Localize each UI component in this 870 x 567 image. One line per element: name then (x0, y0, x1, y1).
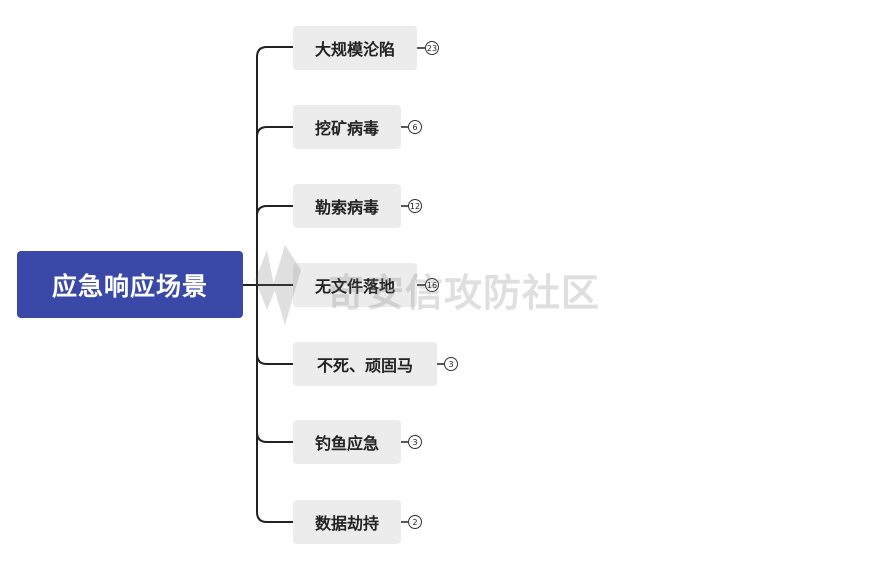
topic-node-ransomware[interactable]: 勒索病毒 (293, 184, 401, 228)
branch-connector (256, 205, 293, 217)
branch-connector (256, 126, 293, 138)
collapse-count-badge[interactable]: 12 (408, 199, 422, 213)
collapse-count-badge[interactable]: 3 (408, 435, 422, 449)
topic-node-fileless[interactable]: 无文件落地 (293, 263, 417, 307)
topic-node-mass-compromise[interactable]: 大规模沦陷 (293, 26, 417, 70)
collapse-count-badge[interactable]: 23 (425, 41, 439, 55)
branch-connector (256, 431, 293, 443)
spine-line (256, 46, 293, 523)
topic-node-data-hijacking[interactable]: 数据劫持 (293, 500, 401, 544)
branch-connector (256, 353, 293, 365)
topic-node-phishing-response[interactable]: 钓鱼应急 (293, 420, 401, 464)
topic-node-persistent-trojan[interactable]: 不死、顽固马 (293, 342, 437, 386)
root-topic[interactable]: 应急响应场景 (17, 251, 243, 318)
topic-node-mining-virus[interactable]: 挖矿病毒 (293, 105, 401, 149)
collapse-count-badge[interactable]: 3 (444, 357, 458, 371)
collapse-count-badge[interactable]: 16 (425, 278, 439, 292)
collapse-count-badge[interactable]: 2 (408, 515, 422, 529)
collapse-count-badge[interactable]: 6 (408, 120, 422, 134)
